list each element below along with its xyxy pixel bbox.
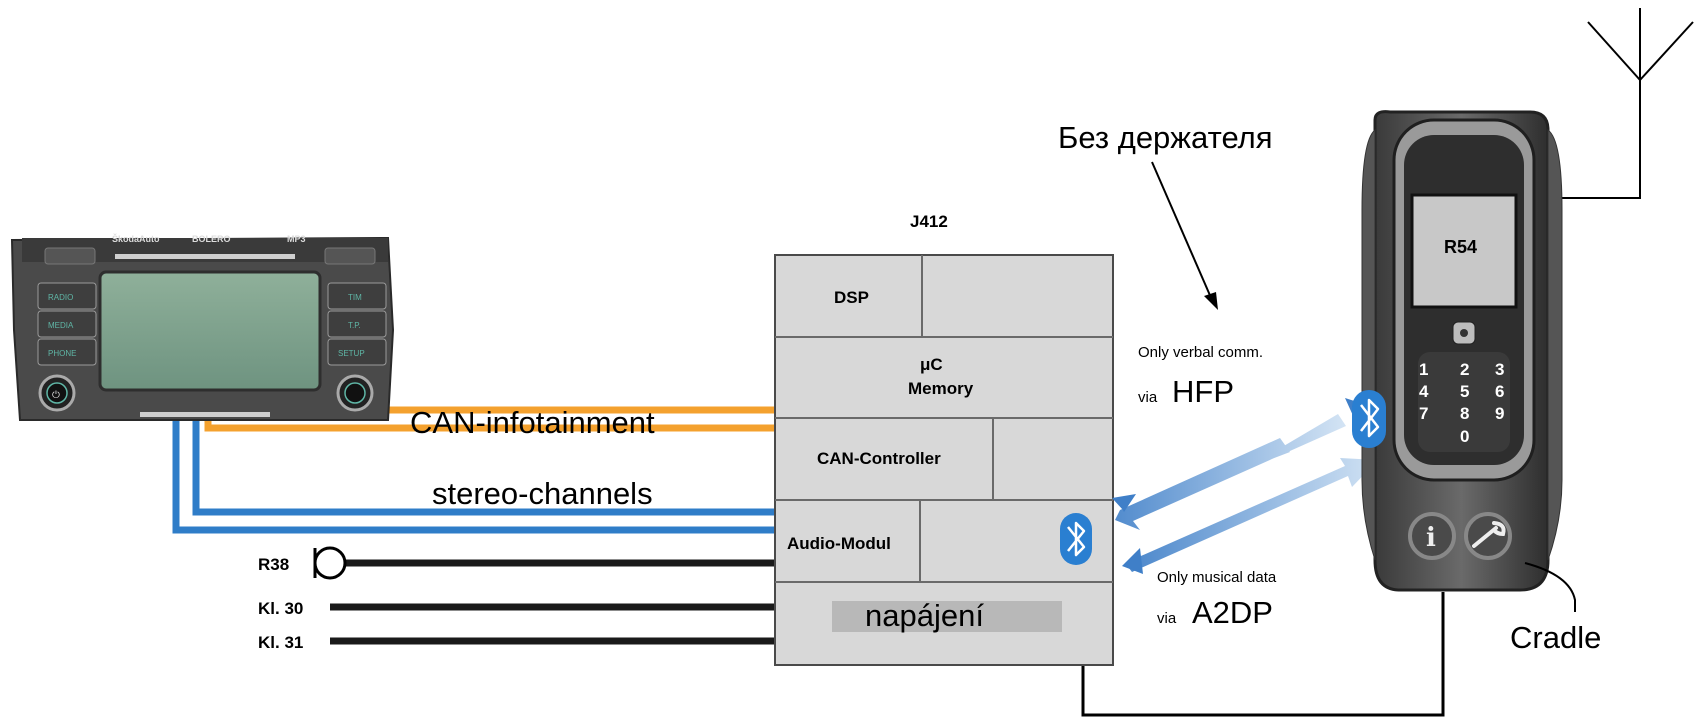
only-musical-label: Only musical data bbox=[1157, 569, 1277, 586]
r54-label: R54 bbox=[1444, 237, 1477, 257]
bez-drzhatelya-label: Без держателя bbox=[1058, 120, 1273, 155]
key-4[interactable]: 4 bbox=[1419, 382, 1429, 401]
phone-button[interactable] bbox=[37, 338, 97, 366]
media-button[interactable] bbox=[37, 310, 97, 338]
memory-label: Memory bbox=[908, 379, 974, 398]
right-button-column: TIM T.P. SETUP bbox=[327, 282, 387, 366]
can-infotainment-label: CAN-infotainment bbox=[410, 405, 655, 440]
key-8[interactable]: 8 bbox=[1460, 404, 1469, 423]
radio-format: MP3 bbox=[287, 234, 306, 244]
kl30-label: Kl. 30 bbox=[258, 599, 303, 618]
only-verbal-label: Only verbal comm. bbox=[1138, 344, 1263, 361]
stereo-channels-label: stereo-channels bbox=[432, 476, 653, 511]
key-9[interactable]: 9 bbox=[1495, 404, 1504, 423]
radio-model: BOLERO bbox=[192, 234, 231, 244]
key-3[interactable]: 3 bbox=[1495, 360, 1504, 379]
via-a2dp-prefix: via bbox=[1157, 610, 1177, 627]
module-title: J412 bbox=[910, 212, 948, 231]
dsp-label: DSP bbox=[834, 288, 869, 307]
power-knob[interactable]: ⏻ bbox=[38, 374, 76, 412]
key-6[interactable]: 6 bbox=[1495, 382, 1504, 401]
volume-knob[interactable] bbox=[336, 374, 374, 412]
napajeni-label: napájení bbox=[865, 598, 984, 633]
phone-cradle: R54 1 2 3 4 5 6 7 8 9 0 i bbox=[1361, 110, 1563, 592]
power-supply-bar bbox=[832, 601, 1062, 632]
audio-wire-1 bbox=[192, 392, 775, 516]
phone-keypad: 1 2 3 4 5 6 7 8 9 0 bbox=[1418, 352, 1510, 452]
r38-label: R38 bbox=[258, 555, 289, 574]
j412-module bbox=[774, 254, 1114, 666]
via-hfp-prefix: via bbox=[1138, 389, 1158, 406]
bluetooth-icon bbox=[1060, 513, 1092, 565]
left-button-column: RADIO MEDIA PHONE bbox=[37, 282, 97, 366]
antenna-icon bbox=[1587, 8, 1694, 81]
audio-modul-label: Audio-Modul bbox=[787, 534, 891, 553]
signal-arrows bbox=[1112, 398, 1378, 574]
microphone-icon bbox=[313, 546, 347, 580]
wrench-icon[interactable] bbox=[1464, 512, 1512, 560]
power-icon: ⏻ bbox=[52, 390, 60, 401]
media-button-label: MEDIA bbox=[48, 321, 74, 330]
info-key-label: i bbox=[1426, 523, 1436, 553]
bluetooth-icon bbox=[1352, 390, 1386, 448]
phone-screen bbox=[1410, 193, 1518, 309]
key-1[interactable]: 1 bbox=[1419, 360, 1428, 379]
key-5[interactable]: 5 bbox=[1460, 382, 1469, 401]
setup-button[interactable] bbox=[327, 338, 387, 366]
tp-button-label: T.P. bbox=[348, 321, 361, 330]
key-7[interactable]: 7 bbox=[1419, 404, 1428, 423]
eject-right-button[interactable] bbox=[324, 247, 376, 265]
kl31-label: Kl. 31 bbox=[258, 633, 303, 652]
eject-left-button[interactable] bbox=[44, 247, 96, 265]
key-2[interactable]: 2 bbox=[1460, 360, 1469, 379]
setup-button-label: SETUP bbox=[338, 349, 365, 358]
can-controller-label: CAN-Controller bbox=[817, 449, 941, 468]
radio-brand: ŠkodaAuto bbox=[112, 233, 160, 244]
phone-button-label: PHONE bbox=[48, 349, 76, 358]
tim-button-label: TIM bbox=[348, 293, 362, 302]
key-0[interactable]: 0 bbox=[1460, 427, 1469, 446]
antenna-wire bbox=[1552, 80, 1641, 199]
info-icon[interactable]: i bbox=[1408, 512, 1456, 560]
tim-button[interactable] bbox=[327, 282, 387, 310]
radio-screen bbox=[98, 270, 322, 392]
audio-wire-2 bbox=[172, 392, 775, 534]
hfp-label: HFP bbox=[1172, 374, 1234, 409]
uc-label: μC bbox=[920, 355, 943, 374]
radio-button-label: RADIO bbox=[48, 293, 73, 302]
a2dp-label: A2DP bbox=[1192, 595, 1273, 630]
cradle-wire bbox=[1081, 592, 1445, 717]
tp-button[interactable] bbox=[327, 310, 387, 338]
radio-button[interactable] bbox=[37, 282, 97, 310]
cradle-label: Cradle bbox=[1510, 620, 1601, 655]
radio-unit: ŠkodaAuto BOLERO MP3 RADIO MEDIA PHONE T… bbox=[10, 233, 395, 421]
